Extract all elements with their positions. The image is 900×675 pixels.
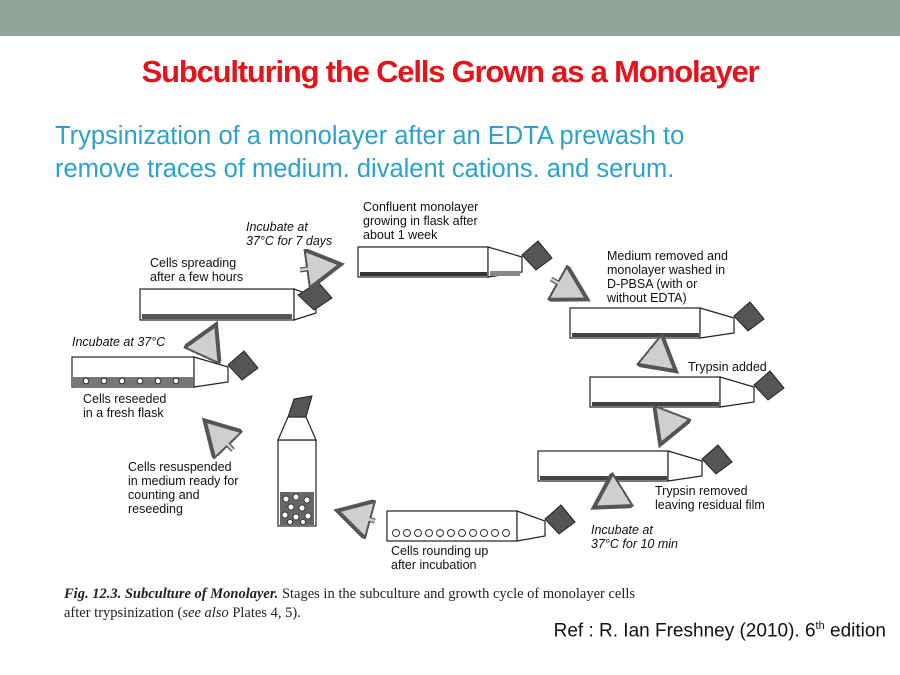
label-reseeded-1: Cells reseeded (83, 392, 166, 406)
label-rounding-1: Cells rounding up (391, 544, 488, 558)
subtitle-line-1: Trypsinization of a monolayer after an E… (55, 122, 685, 150)
label-spreading-1: Cells spreading (150, 256, 236, 270)
label-trypsin-removed-1: Trypsin removed (655, 484, 748, 498)
flask-reseeded (71, 350, 259, 388)
flask-trypsin-removed (537, 444, 733, 482)
reference: Ref : R. Ian Freshney (2010). 6th editio… (554, 620, 886, 642)
reference-text: Ref : R. Ian Freshney (2010). 6 (553, 620, 816, 642)
label-confluent-3: about 1 week (363, 228, 438, 242)
label-incubate10-2: 37°C for 10 min (591, 537, 678, 551)
label-incubate7-2: 37°C for 7 days (246, 234, 332, 248)
label-trypsin-removed-2: leaving residual film (655, 498, 765, 512)
flask-resuspended (277, 395, 317, 527)
top-bar (0, 0, 900, 36)
label-resuspended-4: reseeding (128, 502, 183, 516)
label-incubate10-1: Incubate at (591, 523, 653, 537)
flask-spreading (139, 281, 333, 321)
figure-caption: Fig. 12.3. Subculture of Monolayer. Stag… (64, 585, 844, 623)
flask-rounding (386, 504, 576, 542)
label-confluent-1: Confluent monolayer (363, 200, 478, 214)
label-resuspended-1: Cells resuspended (128, 460, 232, 474)
slide-subtitle: Trypsinization of a monolayer after an E… (55, 120, 855, 186)
label-incubate37: Incubate at 37°C (72, 335, 166, 349)
flask-washed (569, 301, 765, 339)
slide-title: Subculturing the Cells Grown as a Monola… (141, 54, 760, 89)
label-medium-2: monolayer washed in (607, 263, 725, 277)
subtitle-line-2: remove traces of medium. divalent cation… (55, 155, 675, 183)
label-reseeded-2: in a fresh flask (83, 406, 164, 420)
caption-text-1: Stages in the subculture and growth cycl… (281, 586, 636, 602)
label-medium-4: without EDTA) (606, 291, 687, 305)
label-confluent-2: growing in flask after (363, 214, 478, 228)
label-spreading-2: after a few hours (150, 270, 243, 284)
caption-text-3: Plates 4, 5). (228, 605, 301, 621)
label-rounding-2: after incubation (391, 558, 477, 572)
label-medium-3: D-PBSA (with or (607, 277, 697, 291)
label-resuspended-2: in medium ready for (128, 474, 238, 488)
caption-fig-label: Fig. 12.3. (64, 586, 122, 602)
caption-fig-title: Subculture of Monolayer. (124, 586, 279, 602)
label-medium-1: Medium removed and (607, 249, 728, 263)
flask-confluent (357, 240, 553, 278)
reference-tail: edition (824, 620, 886, 642)
label-incubate7-1: Incubate at (246, 220, 308, 234)
reference-sup: th (815, 620, 825, 632)
label-trypsin-added: Trypsin added (688, 360, 767, 374)
caption-see-also: see also (182, 605, 229, 621)
flask-trypsin-added (589, 370, 785, 408)
label-resuspended-3: counting and (128, 488, 200, 502)
caption-text-2: after trypsinization ( (64, 605, 183, 621)
